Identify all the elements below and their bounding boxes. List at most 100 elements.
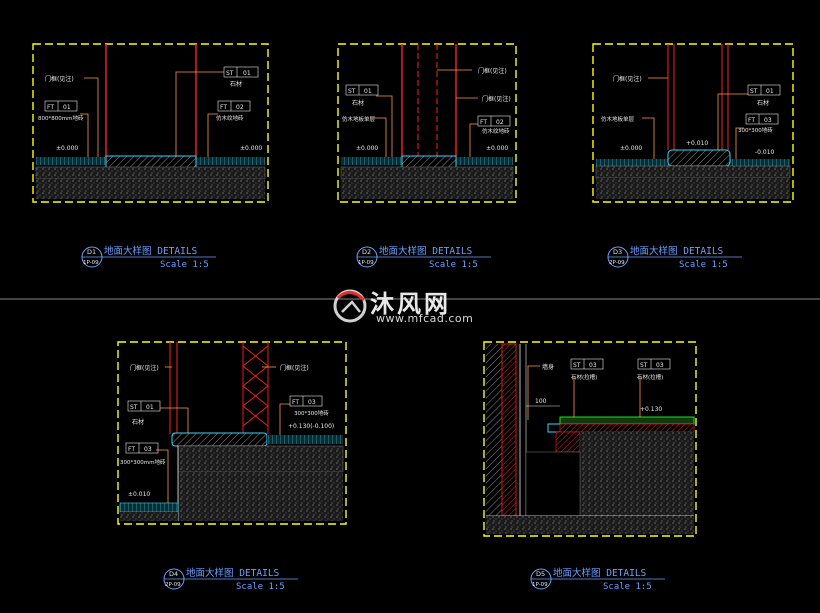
tile-name: 300*300地砖	[738, 126, 773, 134]
tag-box	[637, 358, 671, 370]
tag-box	[747, 84, 781, 96]
caption-number: D4	[169, 570, 178, 578]
slab-layer	[596, 178, 790, 199]
tile-tag-num: 03	[764, 117, 772, 124]
tag-box	[223, 66, 259, 78]
tag-box	[217, 100, 251, 112]
tag-box	[44, 100, 78, 112]
stone-tag-num: 01	[364, 88, 372, 95]
detail-d2: 门框(见注) 门框(见注) ST 01 石材 仿木地板单层 FT 02 仿木纹地…	[337, 43, 517, 270]
tile-name-right: 仿木纹地砖	[216, 114, 244, 122]
tile-name: 仿木纹地砖	[482, 127, 510, 135]
stone-tag: ST	[226, 70, 234, 77]
door-frame-label-mid: 门框(见注)	[482, 95, 511, 103]
tile-tag-right: FT	[220, 104, 227, 111]
stone-tag: ST	[750, 88, 758, 95]
tag-box	[125, 442, 159, 454]
level-left: ±0.000	[56, 145, 78, 152]
tile-tag-left-num: 03	[144, 446, 152, 453]
stone-tag: ST	[348, 88, 356, 95]
level-right: ±0.000	[240, 145, 262, 152]
caption-number: D2	[362, 248, 371, 256]
stone-edge	[547, 423, 560, 433]
screed-high	[177, 445, 344, 473]
caption-ref: 2P-09	[609, 260, 625, 266]
door-frame-label-left: 门框(见注)	[130, 364, 159, 372]
detail-caption: D4 2P-09 地面大样图 DETAILS Scale 1:5	[163, 567, 298, 592]
tile-tag-left: FT	[47, 104, 54, 111]
stone-tag-num: 01	[243, 70, 251, 77]
tile-tag-left: FT	[128, 446, 135, 453]
door-frame-label: 门框(见注)	[45, 75, 74, 83]
dim-value: 100	[535, 398, 547, 405]
level-right: -0.010	[755, 149, 775, 156]
floor-tile-low	[119, 502, 179, 513]
slab-layer	[341, 179, 513, 199]
caption-scale: Scale 1:5	[160, 260, 209, 270]
watermark: 沐风网 www.mfcad.com	[328, 282, 498, 330]
caption-scale: Scale 1:5	[236, 582, 285, 592]
door-frame-label-right: 门框(见注)	[280, 364, 309, 372]
slab-layer	[36, 179, 265, 199]
detail-d5: 100 墙身 ST 03 石材(拉槽) ST 03 石材(拉槽) +0.130 …	[483, 341, 697, 592]
tag-box	[570, 358, 604, 370]
detail-d1: 门框(见注) ST 01 石材 FT 01 800*800mm地砖 FT 02 …	[32, 43, 269, 270]
stone-tag-num: 01	[766, 88, 774, 95]
stone-step	[171, 432, 268, 447]
caption-title: 地面大样图 DETAILS	[186, 567, 280, 579]
caption-ref: 1P-09	[358, 260, 374, 266]
level-left: ±0.000	[356, 145, 378, 152]
detail-frame	[117, 341, 347, 525]
wall-finish	[501, 343, 517, 517]
level-right: ±0.000	[486, 145, 508, 152]
stone-floor	[559, 416, 695, 425]
mortar-bed	[559, 423, 695, 433]
caption-number: D5	[536, 570, 545, 578]
caption-ref: 2P-09	[165, 582, 181, 588]
level: +0.130	[640, 406, 662, 413]
stone-name: 石材	[230, 80, 242, 88]
base	[486, 516, 694, 534]
step-riser	[555, 431, 581, 453]
tile-name-left: 800*800mm地砖	[38, 114, 84, 122]
wood-floor-label: 仿木地板单层	[601, 115, 635, 123]
wall-hatch	[486, 344, 502, 516]
threshold-stone	[105, 155, 197, 169]
caption-scale: Scale 1:5	[679, 260, 728, 270]
detail-frame	[337, 43, 517, 203]
caption-number: D3	[613, 248, 622, 256]
caption-title: 地面大样图 DETAILS	[104, 245, 198, 257]
tag-box	[127, 400, 161, 412]
detail-frame	[592, 43, 794, 203]
caption-scale: Scale 1:5	[603, 582, 652, 592]
screed-layer	[35, 166, 266, 180]
stone-name: 石材	[132, 418, 144, 426]
detail-frame	[32, 43, 269, 203]
stone-tag: ST	[130, 404, 138, 411]
threshold-stone	[667, 149, 731, 167]
detail-d4: 门框(见注) 门框(见注) ST 01 石材 FT 03 300*300地砖 +…	[117, 341, 347, 592]
tag-box	[477, 115, 511, 127]
detail-caption: D5 1P-09 地面大样图 DETAILS Scale 1:5	[530, 567, 665, 592]
tile-tag-left-num: 01	[63, 104, 71, 111]
stone-tag-1: ST	[573, 362, 581, 369]
tag-box	[345, 84, 379, 96]
floor-tile-high	[267, 435, 343, 444]
stone-tag-num: 01	[146, 404, 154, 411]
door-frame-label: 门框(见注)	[613, 75, 642, 83]
tag-box	[289, 395, 323, 407]
caption-title: 地面大样图 DETAILS	[553, 567, 647, 579]
detail-d3: 门框(见注) ST 01 石材 仿木地板单层 FT 03 300*300地砖 ±…	[592, 43, 794, 270]
stone-tag-2-num: 03	[656, 362, 664, 369]
caption-title: 地面大样图 DETAILS	[630, 245, 724, 257]
slab-high	[178, 472, 343, 521]
caption-scale: Scale 1:5	[429, 260, 478, 270]
tile-tag-right-num: 02	[236, 104, 244, 111]
tile-name-left: 300*300mm地砖	[120, 458, 166, 466]
stone-name: 石材	[352, 99, 364, 107]
tile-tag: FT	[480, 119, 487, 126]
slab	[580, 432, 694, 516]
stone-tag-2: ST	[640, 362, 648, 369]
wall-label: 墙身	[542, 363, 554, 371]
